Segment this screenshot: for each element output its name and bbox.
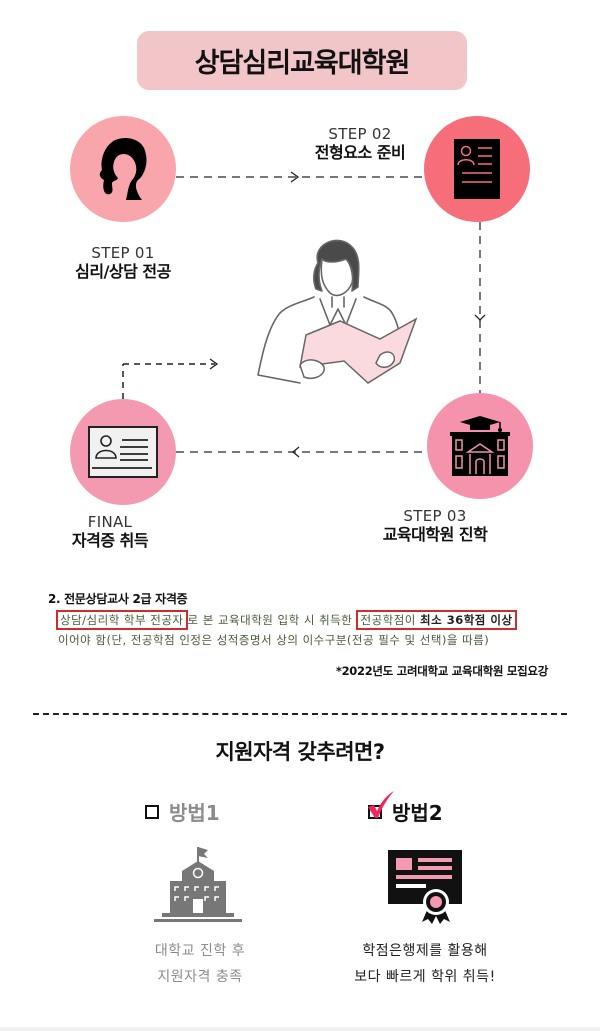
arrow-down-icon bbox=[474, 314, 486, 321]
flow-connectors bbox=[122, 171, 486, 458]
source-citation: *2022년도 고려대학교 교육대학원 모집요강 bbox=[335, 664, 548, 678]
method-1-checkbox[interactable] bbox=[145, 804, 159, 819]
id-card-icon bbox=[88, 426, 158, 478]
head-silhouette-icon bbox=[99, 138, 147, 200]
arrow-right-icon bbox=[209, 358, 219, 370]
arrow-right-icon bbox=[290, 171, 300, 183]
final-step-label: FINAL 자격증 취득 bbox=[71, 513, 149, 550]
step-01-label: STEP 01 심리/상담 전공 bbox=[75, 244, 171, 281]
woman-reading-folder-illustration bbox=[257, 239, 418, 384]
method-2-description: 학점은행제를 활용해 보다 빠르게 학위 취득! bbox=[354, 943, 496, 985]
resume-document-icon bbox=[454, 139, 500, 199]
note-line-2: 이어야 함(단, 전공학점 인정은 성적증명서 상의 이수구분(전공 필수 및 … bbox=[58, 633, 490, 647]
graduate-school-building-icon bbox=[450, 416, 510, 476]
step-03-label: STEP 03 교육대학원 진학 bbox=[382, 507, 488, 544]
arrow-left-icon bbox=[291, 446, 300, 458]
bottom-edge bbox=[0, 1027, 600, 1031]
method-2-option[interactable]: 방법2 bbox=[368, 790, 443, 826]
section-divider bbox=[33, 713, 567, 715]
step-02-circle bbox=[424, 116, 530, 222]
step-03-circle bbox=[427, 393, 533, 499]
highlight-credits: 전공학점이 최소 36학점 이상 bbox=[356, 610, 517, 630]
school-building-icon bbox=[154, 847, 242, 922]
page-title: 상담심리교육대학원 bbox=[137, 31, 467, 90]
step-01-circle bbox=[70, 116, 176, 222]
final-step-circle bbox=[70, 399, 176, 505]
check-mark-icon bbox=[368, 790, 394, 818]
method-1-description: 대학교 진학 후 지원자격 충족 bbox=[154, 943, 246, 985]
method-2-checkbox[interactable] bbox=[368, 790, 394, 819]
section-title: 지원자격 갖추려면? bbox=[215, 740, 385, 764]
step-02-label: STEP 02 전형요소 준비 bbox=[314, 125, 406, 162]
method-1-option[interactable]: 방법1 bbox=[145, 797, 220, 826]
highlight-major: 상담/심리학 학부 전공자 bbox=[56, 610, 188, 630]
certificate-ribbon-icon bbox=[388, 850, 462, 924]
